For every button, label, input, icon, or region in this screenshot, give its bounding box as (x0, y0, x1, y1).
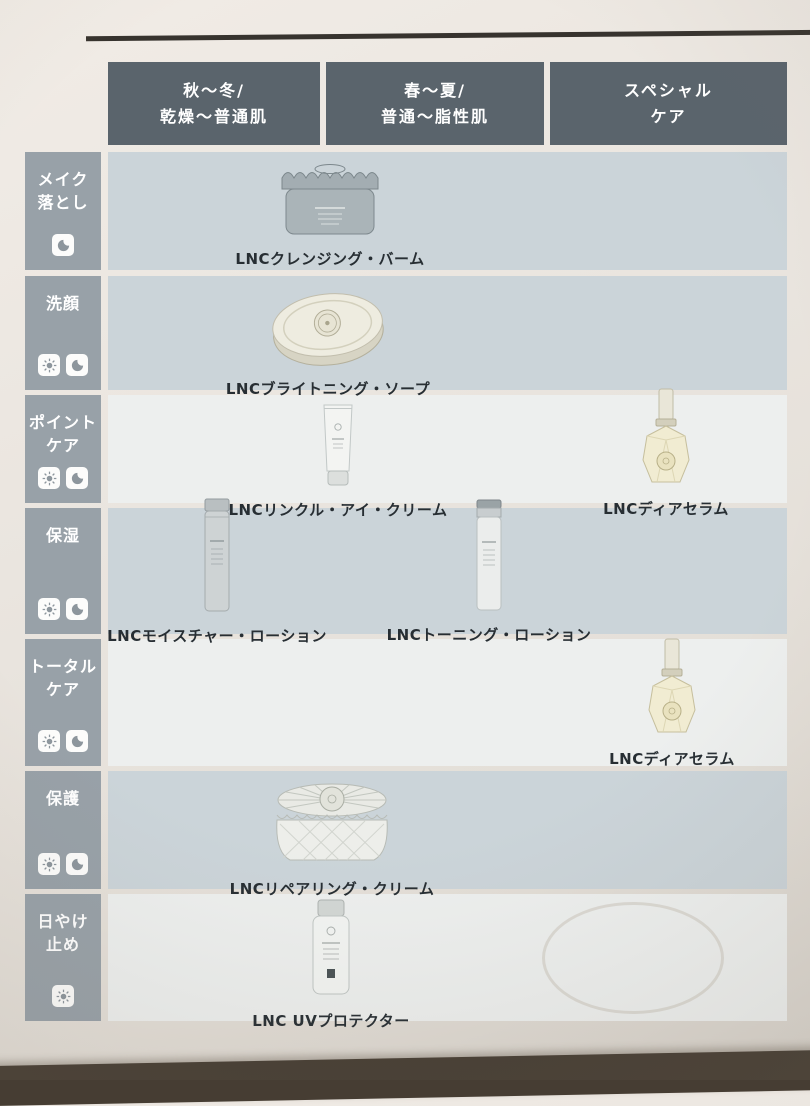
product-label: LNCディアセラム (603, 500, 729, 518)
row-header-label: 日やけ止め (37, 912, 89, 955)
product-moisture-lotion: LNCモイスチャー・ローション (57, 497, 377, 646)
repairing-cream-jar-illustration (276, 783, 388, 861)
row-header-sun-protection: 日やけ止め (25, 894, 101, 1021)
row-header-face-wash: 洗顔 (25, 276, 101, 390)
column-header-special-care: スペシャル ケア (550, 62, 787, 145)
toning-lotion-bottle-illustration (476, 499, 502, 611)
product-uv-protector: LNC UVプロテクター (171, 898, 491, 1031)
row-header-label: 保護 (45, 789, 80, 808)
moisture-lotion-bottle-illustration (204, 498, 230, 612)
moon-icon (66, 853, 88, 875)
moon-icon (66, 598, 88, 620)
moon-icon (66, 354, 88, 376)
row-band-makeup-removal (108, 152, 787, 270)
product-toning-lotion: LNCトーニング・ローション (329, 498, 649, 645)
sun-icon (38, 354, 60, 376)
sun-icon (38, 730, 60, 752)
row-header-moisturizing: 保湿 (25, 508, 101, 634)
moon-icon (52, 234, 74, 256)
product-label: LNC UVプロテクター (252, 1012, 410, 1030)
product-label: LNCディアセラム (609, 750, 735, 768)
dia-serum-bottle-illustration (648, 638, 696, 733)
row-header-label: トータルケア (29, 657, 98, 700)
sun-icon (52, 985, 74, 1007)
row-header-label: 保湿 (45, 526, 80, 545)
column-header-line: ケア (650, 107, 687, 126)
page-bottom-edge (0, 1049, 810, 1106)
product-dia-serum-total-care: LNCディアセラム (512, 636, 810, 769)
column-header-spring-summer: 春～夏/ 普通～脂性肌 (326, 62, 544, 145)
column-header-line: 秋～冬/ (183, 80, 245, 100)
row-header-label: メイク落とし (37, 170, 89, 213)
column-header-line: スペシャル (624, 80, 713, 100)
page-top-rule (85, 29, 810, 42)
cleansing-balm-jar-illustration (281, 164, 379, 235)
product-dia-serum-point-care: LNCディアセラム (506, 386, 810, 519)
moon-icon (66, 730, 88, 752)
sun-icon (38, 853, 60, 875)
row-header-point-care: ポイントケア (25, 395, 101, 503)
column-header-line: 春～夏/ (404, 80, 466, 100)
brightening-soap-illustration (272, 293, 384, 366)
uv-protector-bottle-illustration (312, 899, 350, 995)
column-header-autumn-winter: 秋～冬/ 乾燥～普通肌 (108, 62, 320, 145)
row-header-total-care: トータルケア (25, 639, 101, 766)
row-band-protection (108, 771, 787, 889)
moon-icon (66, 467, 88, 489)
product-label: LNCモイスチャー・ローション (107, 627, 327, 645)
product-cleansing-balm: LNCクレンジング・バーム (170, 156, 490, 269)
row-header-protection: 保護 (25, 771, 101, 889)
show-through-artifact (542, 902, 724, 1014)
product-label: LNCリンクル・アイ・クリーム (228, 501, 448, 519)
row-header-label: ポイントケア (29, 413, 98, 456)
product-wrinkle-eye-cream: LNCリンクル・アイ・クリーム (178, 397, 498, 520)
column-header-line: 普通～脂性肌 (380, 107, 489, 126)
wrinkle-eye-cream-tube-illustration (323, 404, 353, 486)
product-label: LNCリペアリング・クリーム (229, 880, 435, 898)
product-brightening-soap: LNCブライトニング・ソープ (168, 284, 488, 399)
column-header-line: 乾燥～普通肌 (159, 107, 268, 126)
product-repairing-cream: LNCリペアリング・クリーム (172, 774, 492, 899)
row-header-label: 洗顔 (45, 294, 80, 313)
dia-serum-bottle-illustration (642, 388, 690, 483)
sun-icon (38, 598, 60, 620)
product-label: LNCトーニング・ローション (386, 626, 592, 644)
sun-icon (38, 467, 60, 489)
row-band-face-wash (108, 276, 787, 390)
row-header-makeup-removal: メイク落とし (25, 152, 101, 270)
product-label: LNCブライトニング・ソープ (225, 380, 431, 398)
product-label: LNCクレンジング・バーム (235, 250, 425, 268)
